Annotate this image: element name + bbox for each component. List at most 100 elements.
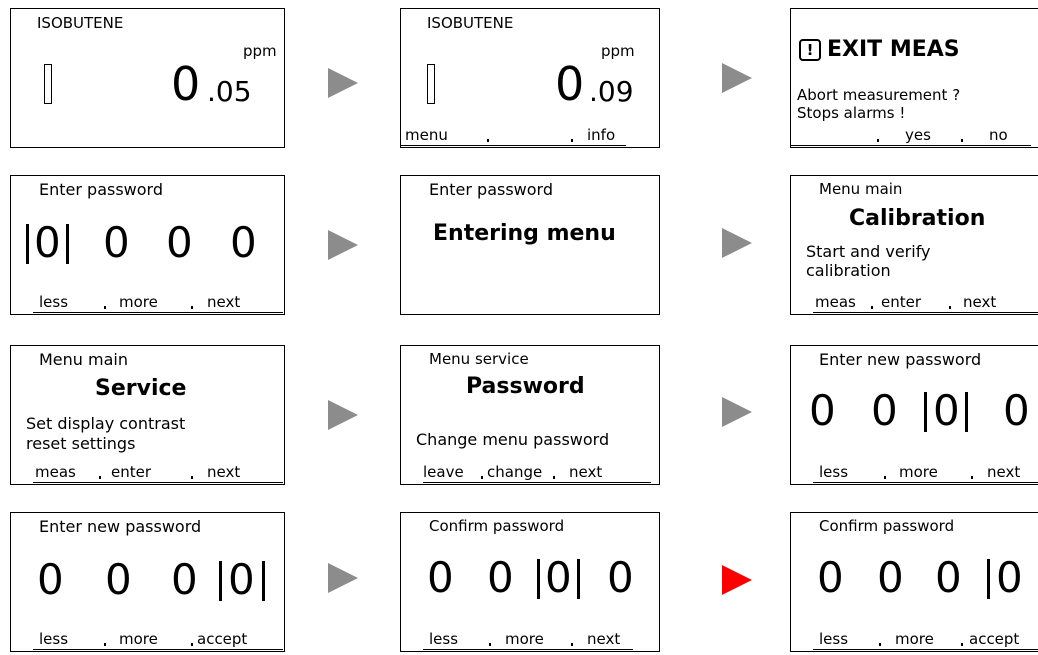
softkey-more[interactable]: more: [119, 630, 158, 648]
softkey-separator: [191, 643, 193, 646]
softkey-bar: less more accept: [11, 629, 284, 651]
password-digit-3: 0: [935, 553, 962, 602]
password-digit-3: 0: [171, 555, 198, 604]
softkey-no[interactable]: no: [989, 126, 1008, 144]
softkey-bar: menu info: [401, 125, 659, 147]
softkey-enter[interactable]: enter: [881, 293, 922, 311]
softkey-separator: [961, 643, 963, 646]
reading-decimal: .09: [589, 75, 634, 108]
password-digit-3: 0: [166, 218, 193, 267]
softkey-accept[interactable]: accept: [197, 630, 248, 648]
softkey-underline: [401, 145, 626, 146]
softkey-more[interactable]: more: [899, 463, 938, 481]
softkey-more[interactable]: more: [895, 630, 934, 648]
softkey-next[interactable]: next: [569, 463, 603, 481]
password-digit-4: 0: [1003, 386, 1030, 435]
softkey-bar: less more next: [791, 462, 1038, 484]
flow-arrow-icon: [328, 563, 358, 593]
softkey-meas[interactable]: meas: [815, 293, 856, 311]
softkey-next[interactable]: next: [587, 630, 621, 648]
screen-title: Menu main: [819, 180, 903, 198]
softkey-next[interactable]: next: [207, 463, 241, 481]
softkey-underline: [33, 482, 283, 483]
screen-heading: Password: [466, 374, 585, 399]
softkey-separator: [949, 306, 951, 309]
softkey-separator: [489, 643, 491, 646]
screen-title: Confirm password: [819, 517, 955, 535]
password-digit-1: 0: [817, 553, 844, 602]
softkey-next[interactable]: next: [963, 293, 997, 311]
softkey-separator: [571, 139, 573, 142]
softkey-less[interactable]: less: [429, 630, 459, 648]
menu-description-1: Set display contrast: [26, 414, 186, 433]
flow-arrow-icon: [328, 400, 358, 430]
softkey-underline: [423, 482, 651, 483]
softkey-less[interactable]: less: [39, 630, 69, 648]
gas-name: ISOBUTENE: [427, 14, 514, 32]
digit-cursor-right: [262, 561, 265, 601]
menu-description-1: Start and verify: [806, 242, 931, 261]
screen-title: Enter password: [429, 180, 553, 199]
digit-cursor-right: [66, 224, 69, 264]
softkey-underline: [33, 649, 283, 650]
softkey-less[interactable]: less: [39, 293, 69, 311]
softkey-more[interactable]: more: [505, 630, 544, 648]
password-digit-2: 0: [103, 218, 130, 267]
softkey-underline: [813, 482, 1038, 483]
dialog-line-2: Stops alarms !: [797, 104, 906, 122]
password-digit-1: 0: [809, 386, 836, 435]
password-digit-3: 0: [545, 553, 572, 602]
password-digit-1: 0: [427, 553, 454, 602]
screen-menu-calibration: Menu main Calibration Start and verify c…: [790, 175, 1038, 315]
softkey-bar: less more next: [11, 292, 284, 314]
screen-enter-new-password-1: Enter new password 0 0 0 0 less more nex…: [790, 345, 1038, 485]
softkey-underline: [33, 312, 283, 313]
screen-measurement-2: ISOBUTENE ppm 0 .09 menu info: [400, 8, 660, 148]
screen-title: Enter new password: [39, 517, 202, 536]
softkey-next[interactable]: next: [207, 293, 241, 311]
softkey-separator: [191, 306, 193, 309]
softkey-separator: [877, 139, 879, 142]
screen-heading: Entering menu: [433, 221, 616, 246]
softkey-separator: [553, 476, 555, 479]
softkey-leave[interactable]: leave: [423, 463, 464, 481]
screen-confirm-password-1: Confirm password 0 0 0 0 less more next: [400, 512, 660, 652]
softkey-less[interactable]: less: [819, 463, 849, 481]
softkey-enter[interactable]: enter: [111, 463, 152, 481]
softkey-bar: meas enter next: [791, 292, 1038, 314]
softkey-bar: meas enter next: [11, 462, 284, 484]
softkey-separator: [104, 643, 106, 646]
password-digit-4: 0: [996, 553, 1023, 602]
softkey-separator: [571, 643, 573, 646]
softkey-less[interactable]: less: [819, 630, 849, 648]
gas-name: ISOBUTENE: [37, 14, 124, 32]
softkey-info[interactable]: info: [587, 126, 616, 144]
menu-description-1: Change menu password: [416, 430, 610, 449]
softkey-more[interactable]: more: [119, 293, 158, 311]
password-digit-2: 0: [871, 386, 898, 435]
softkey-separator: [884, 476, 886, 479]
softkey-change[interactable]: change: [487, 463, 543, 481]
password-digit-4: 0: [607, 553, 634, 602]
reading-decimal: .05: [207, 75, 252, 108]
digit-cursor-right: [965, 392, 968, 432]
password-digit-4: 0: [230, 218, 257, 267]
softkey-separator: [971, 476, 973, 479]
softkey-accept[interactable]: accept: [969, 630, 1020, 648]
softkey-bar: leave change next: [401, 462, 659, 484]
softkey-menu[interactable]: menu: [405, 126, 448, 144]
screen-title: Enter password: [39, 180, 163, 199]
digit-cursor-left: [219, 561, 222, 601]
password-digit-1: 0: [37, 555, 64, 604]
softkey-meas[interactable]: meas: [35, 463, 76, 481]
reading-integer: 0: [171, 57, 201, 111]
softkey-separator: [99, 476, 101, 479]
softkey-yes[interactable]: yes: [905, 126, 931, 144]
warning-icon: !: [799, 39, 821, 61]
softkey-next[interactable]: next: [987, 463, 1021, 481]
password-digit-1: 0: [34, 218, 61, 267]
level-bar-icon: [427, 64, 435, 104]
screen-enter-password: Enter password 0 0 0 0 less more next: [10, 175, 285, 315]
unit-label: ppm: [601, 42, 635, 60]
flow-arrow-icon: [722, 63, 752, 93]
